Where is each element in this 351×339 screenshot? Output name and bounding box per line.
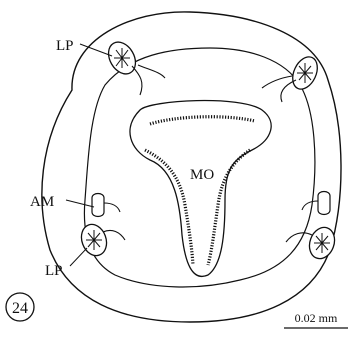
leader-line-lp-top (80, 44, 112, 56)
mouth-opening-outline (130, 101, 271, 277)
lip-papilla-bottom-left (77, 221, 125, 259)
lip-papilla-bottom-right (286, 224, 339, 262)
label-lp-bottom: LP (45, 263, 63, 279)
figure-number: 24 (12, 300, 28, 317)
lining-hatch-left (145, 150, 193, 265)
lip-papilla-top-left (103, 37, 165, 95)
label-am: AM (30, 194, 54, 210)
leader-line-am (66, 200, 94, 207)
scale-bar-label: 0.02 mm (295, 311, 338, 325)
amphid-right (302, 192, 330, 215)
leader-line-lp-bottom (70, 248, 87, 266)
amphid-left (92, 194, 120, 217)
label-mo: MO (190, 167, 214, 183)
figure-number-badge: 24 (6, 293, 34, 321)
lining-hatch-right (208, 150, 250, 265)
label-lp-top: LP (56, 38, 74, 54)
lining-hatch-top (150, 117, 255, 124)
scale-bar: 0.02 mm (284, 311, 348, 328)
